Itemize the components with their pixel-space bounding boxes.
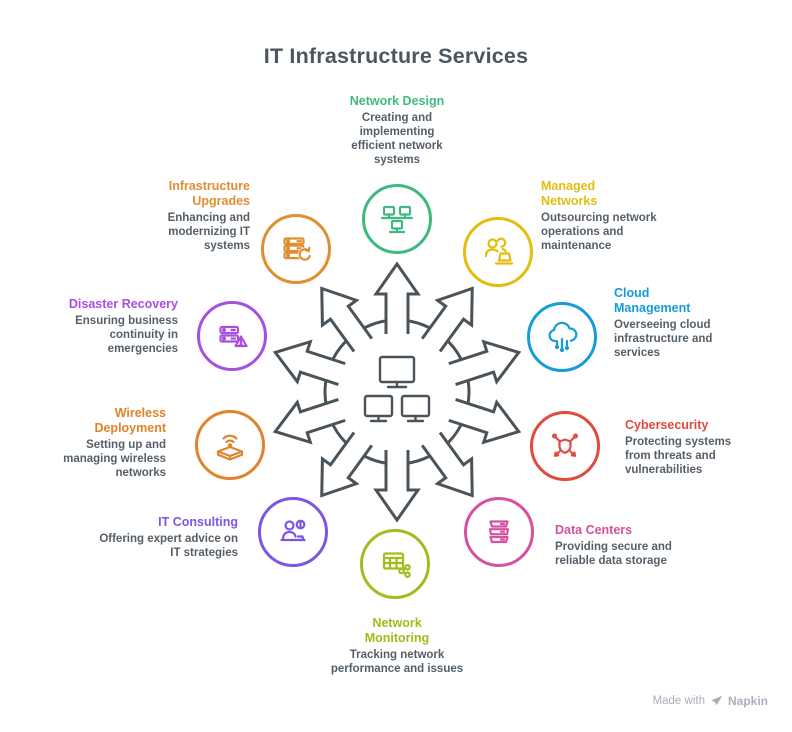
network-hub-icon (272, 261, 522, 523)
server-stack-icon (464, 497, 534, 567)
service-name: Disaster Recovery (68, 297, 178, 311)
table-share-icon (360, 529, 430, 599)
service-name: Managed Networks (541, 179, 598, 208)
service-cloud-management: Cloud Management Overseeing cloud infras… (614, 286, 739, 360)
service-data-centers: Data Centers Providing secure and reliab… (555, 523, 690, 568)
service-name: Network Monitoring (364, 616, 430, 645)
service-description: Tracking network performance and issues (330, 649, 464, 675)
service-name: Data Centers (555, 523, 633, 537)
watermark: Made with Napkin (653, 694, 768, 708)
service-name: Network Design (349, 94, 445, 108)
watermark-prefix: Made with (652, 695, 705, 707)
service-wireless-deployment: Wireless Deployment Setting up and manag… (36, 406, 166, 480)
service-name: Infrastructure Upgrades (168, 179, 250, 208)
consultant-icon (258, 497, 328, 567)
service-description: Enhancing and modernizing IT systems (167, 212, 250, 252)
cloud-circuit-icon (527, 302, 597, 372)
service-description: Overseeing cloud infrastructure and serv… (614, 319, 713, 359)
service-description: Setting up and managing wireless network… (63, 439, 166, 479)
network-design-icon (362, 184, 432, 254)
router-wifi-icon (195, 410, 265, 480)
service-description: Outsourcing network operations and maint… (541, 212, 657, 252)
server-alert-icon (197, 301, 267, 371)
service-description: Protecting systems from threats and vuln… (625, 436, 732, 476)
monitors-icon (363, 355, 431, 423)
service-name: Cybersecurity (625, 418, 709, 432)
service-infrastructure-upgrades: Infrastructure Upgrades Enhancing and mo… (100, 179, 250, 253)
service-description: Creating and implementing efficient netw… (351, 112, 443, 166)
team-laptop-icon (463, 217, 533, 287)
service-description: Ensuring business continuity in emergenc… (75, 315, 178, 355)
service-name: Wireless Deployment (94, 406, 166, 435)
page-title: IT Infrastructure Services (263, 44, 529, 68)
service-name: Cloud Management (614, 286, 691, 315)
pen-nib-icon (711, 695, 722, 705)
shield-network-icon (530, 411, 600, 481)
service-cybersecurity: Cybersecurity Protecting systems from th… (625, 418, 745, 477)
service-disaster-recovery: Disaster Recovery Ensuring business cont… (38, 297, 178, 356)
service-network-design: Network Design Creating and implementing… (337, 94, 457, 167)
service-description: Offering expert advice on IT strategies (99, 533, 238, 559)
service-managed-networks: Managed Networks Outsourcing network ope… (541, 179, 671, 253)
service-name: IT Consulting (158, 515, 238, 529)
service-network-monitoring: Network Monitoring Tracking network perf… (327, 616, 467, 676)
service-it-consulting: IT Consulting Offering expert advice on … (88, 515, 238, 560)
watermark-brand: Napkin (727, 694, 768, 708)
service-description: Providing secure and reliable data stora… (555, 541, 672, 567)
server-refresh-icon (261, 214, 331, 284)
